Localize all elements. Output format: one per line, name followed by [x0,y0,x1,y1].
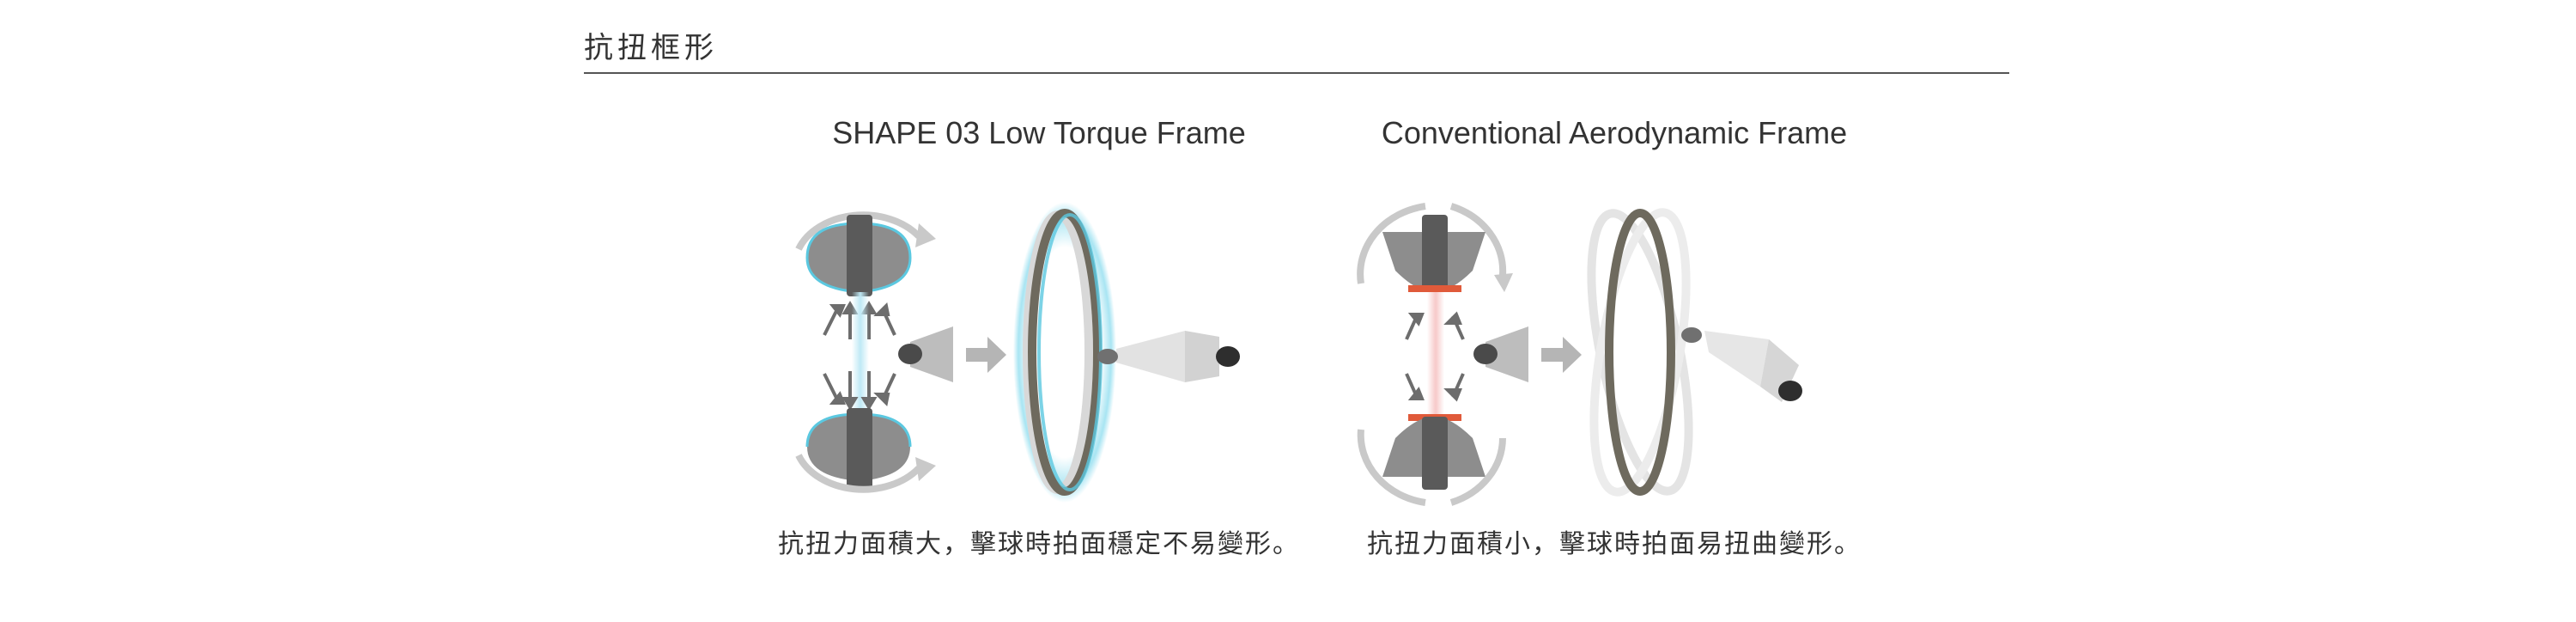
panel-conventional: Conventional Aerodynamic Frame [1314,112,1915,593]
motion-arrow-icon [966,337,1006,373]
stress-glow [1427,292,1444,421]
shuttlecock-incoming-icon [898,326,953,382]
pressure-arrows-bottom-icon [823,371,896,411]
cross-section-bottom-icon [1357,414,1506,506]
shape03-diagram [795,202,1240,503]
section-title: 抗扭框形 [584,31,718,65]
racket-frame-twisted-icon [1587,208,1693,497]
panel-shape03: SHAPE 03 Low Torque Frame [738,112,1340,593]
section-divider [584,72,2009,74]
stress-glow [852,292,869,421]
pressure-arrows-top-icon [1405,311,1465,340]
conventional-diagram [1357,203,1802,506]
panel-caption-conventional: 抗扭力面積小，擊球時拍面易扭曲變形。 [1367,529,1862,559]
cross-section-bottom-icon [795,408,936,493]
shuttlecock-outgoing-icon [1097,331,1240,382]
panel-title-conventional: Conventional Aerodynamic Frame [1381,115,1848,150]
pressure-arrows-bottom-icon [1405,373,1465,402]
cross-section-top-icon [1357,203,1513,292]
motion-arrow-icon [1541,337,1582,373]
shuttlecock-outgoing-icon [1681,327,1802,402]
cross-section-top-icon [795,211,936,296]
panel-caption-shape03: 抗扭力面積大，擊球時拍面穩定不易變形。 [778,529,1300,559]
panel-title-shape03: SHAPE 03 Low Torque Frame [832,115,1246,150]
shuttlecock-incoming-icon [1473,326,1528,382]
